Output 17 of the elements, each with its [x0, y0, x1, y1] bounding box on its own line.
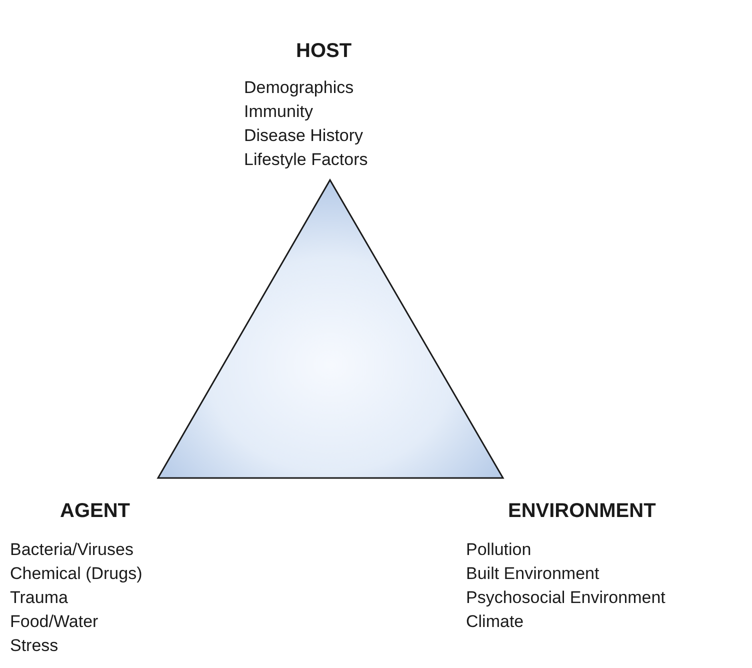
- list-item: Disease History: [244, 126, 364, 146]
- heading: HOST: [296, 40, 352, 62]
- list-item: Food/Water: [10, 612, 98, 632]
- list-item: Climate: [466, 612, 524, 632]
- list-item: Lifestyle Factors: [244, 150, 368, 170]
- triangle: [156, 178, 504, 479]
- list-item: Immunity: [244, 102, 313, 122]
- list-item: Pollution: [466, 540, 532, 560]
- list-item: Bacteria/Viruses: [10, 540, 134, 560]
- heading: AGENT: [60, 500, 130, 522]
- list-item: Trauma: [10, 588, 68, 608]
- list-item: Stress: [10, 636, 58, 656]
- list-item: Built Environment: [466, 564, 600, 584]
- list-item: Psychosocial Environment: [466, 588, 666, 608]
- list-item: Demographics: [244, 78, 354, 98]
- heading: ENVIRONMENT: [508, 500, 656, 522]
- list-item: Chemical (Drugs): [10, 564, 142, 584]
